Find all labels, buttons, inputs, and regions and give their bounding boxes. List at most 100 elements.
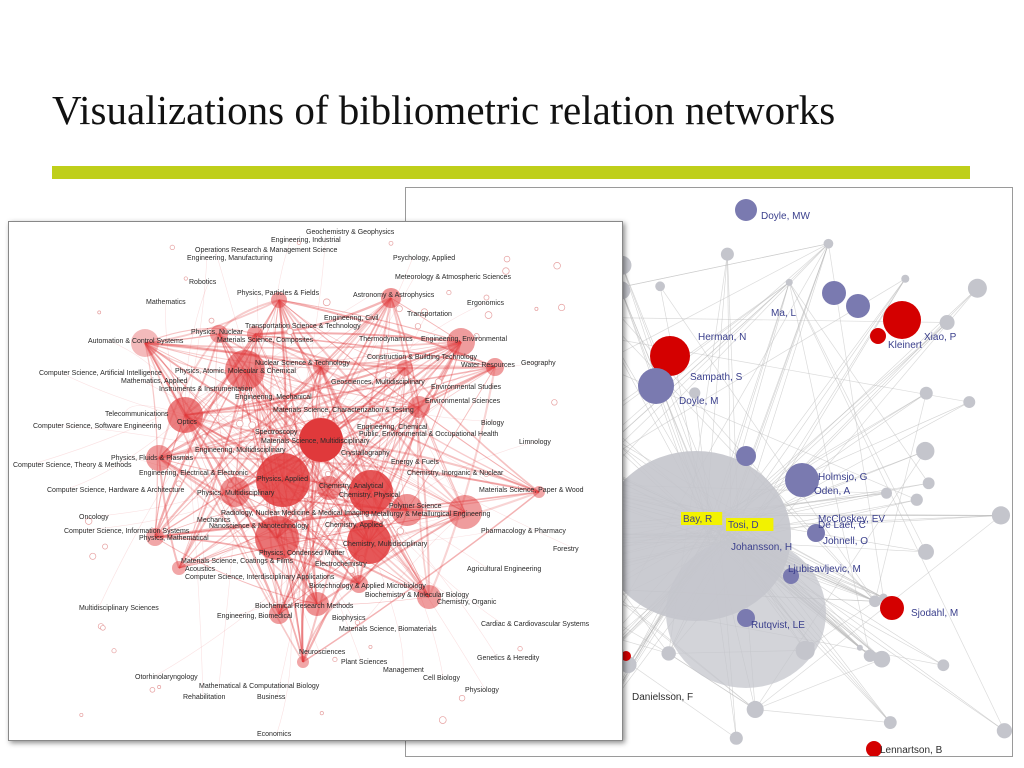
subject-node <box>167 397 203 433</box>
subject-edge <box>158 299 280 459</box>
author-node-highlight <box>807 524 825 542</box>
author-label: Holmsjo, G <box>818 472 868 483</box>
subject-edge <box>244 341 462 371</box>
subject-node <box>225 350 265 390</box>
subject-label: Environmental Sciences <box>425 398 501 405</box>
subject-label: Materials Science, Biomaterials <box>339 626 437 633</box>
author-label: De Laet, C <box>818 520 866 531</box>
subject-edge <box>158 333 220 459</box>
subject-label: Metallurgy & Metallurgical Engineering <box>371 511 491 518</box>
subject-node-small <box>382 513 389 520</box>
subject-edge <box>320 341 462 441</box>
subject-node-small <box>414 323 422 330</box>
subject-edge <box>320 439 430 598</box>
subject-edge <box>320 301 488 441</box>
subject-label: Polymer Science <box>389 503 442 510</box>
subject-label: Physics, Nuclear <box>191 329 244 336</box>
author-edge <box>668 653 756 710</box>
subject-label: Biophysics <box>332 615 366 622</box>
subject-node-small <box>279 510 286 517</box>
subject-edge <box>278 299 318 605</box>
subject-label: Psychology, Applied <box>393 255 455 262</box>
subject-edge <box>320 361 542 441</box>
subject-node-small <box>169 244 175 251</box>
subject-edge <box>144 341 322 369</box>
author-edge <box>755 658 882 710</box>
author-label: Danielsson, F <box>632 692 693 703</box>
subject-label: Chemistry, Organic <box>437 599 497 606</box>
subject-node-small <box>183 276 188 281</box>
subject-label: Economics <box>257 731 292 738</box>
subject-node-small <box>473 333 480 340</box>
subject-edge <box>144 342 278 539</box>
subject-edge <box>158 366 496 459</box>
subject-edge <box>178 366 496 569</box>
subject-label: Engineering, Chemical <box>357 424 428 431</box>
subject-node-small <box>385 372 392 379</box>
subject-edge <box>144 327 256 344</box>
subject-label: Physiology <box>465 687 499 694</box>
subject-label: Agricultural Engineering <box>467 566 541 573</box>
subject-edge <box>184 414 206 577</box>
subject-edge <box>428 366 497 598</box>
author-edge <box>788 282 927 553</box>
author-label-highlight <box>681 512 723 525</box>
subject-node <box>220 477 250 507</box>
subject-label: Limnology <box>519 439 551 446</box>
subject-edge <box>244 369 500 490</box>
author-node <box>883 716 897 729</box>
subject-node-small <box>175 480 182 487</box>
subject-edge <box>244 369 370 543</box>
subject-label: Radiology, Nuclear Medicine & Medical Im… <box>221 510 369 517</box>
subject-label: Meteorology & Atmospheric Sciences <box>395 274 511 281</box>
author-label: Lennartson, B <box>880 745 943 756</box>
subject-edge <box>278 299 430 598</box>
subject-label: Materials Science, Composites <box>217 337 314 344</box>
subject-edge <box>158 457 360 585</box>
subject-node-small <box>89 552 97 560</box>
subject-edge <box>254 395 466 513</box>
subject-label: Water Resources <box>461 362 515 369</box>
slide-title: Visualizations of bibliometric relation … <box>52 87 836 133</box>
subject-label: Transportation Science & Technology <box>245 323 361 330</box>
subject-edge <box>158 457 180 569</box>
subject-node <box>146 528 164 546</box>
subject-node <box>131 329 159 357</box>
author-label: Doyle, M <box>679 396 718 407</box>
subject-label: Plant Sciences <box>341 659 388 666</box>
subject-node-small <box>270 440 278 448</box>
subject-node-small <box>354 619 360 626</box>
subject-label: Cell Biology <box>423 675 460 682</box>
subject-node <box>347 520 391 564</box>
subject-edge <box>320 341 462 368</box>
subject-label: Computer Science, Hardware & Architectur… <box>47 487 184 494</box>
subject-edge <box>278 298 496 369</box>
subject-edge <box>254 332 462 344</box>
subject-edge <box>368 440 540 543</box>
subject-label: Engineering, Multidisciplinary <box>195 447 286 454</box>
subject-label: Chemistry, Physical <box>339 492 400 499</box>
subject-edge <box>158 457 318 605</box>
subject-edge <box>320 439 540 493</box>
subject-node <box>447 328 475 356</box>
subject-label: Biotechnology & Applied Microbiology <box>309 583 426 590</box>
author-label: Doyle, MW <box>761 211 810 222</box>
subject-label: Materials Science, Coatings & Films <box>181 558 294 565</box>
subject-edge <box>98 439 322 517</box>
subject-label: Rehabilitation <box>183 694 226 701</box>
subject-edge <box>184 366 496 416</box>
subject-edge <box>254 333 406 370</box>
subject-label: Physics, Atomic, Molecular & Chemical <box>175 368 296 375</box>
subject-label: Chemistry, Multidisciplinary <box>343 541 428 548</box>
subject-label: Environmental Studies <box>431 384 502 391</box>
subject-edge <box>404 367 540 493</box>
subject-node <box>381 288 401 308</box>
subject-edge <box>368 367 406 543</box>
subject-edge <box>66 414 186 490</box>
author-node <box>880 487 893 499</box>
subject-node-small <box>236 419 244 428</box>
subject-label: Operations Research & Management Science <box>195 247 338 254</box>
